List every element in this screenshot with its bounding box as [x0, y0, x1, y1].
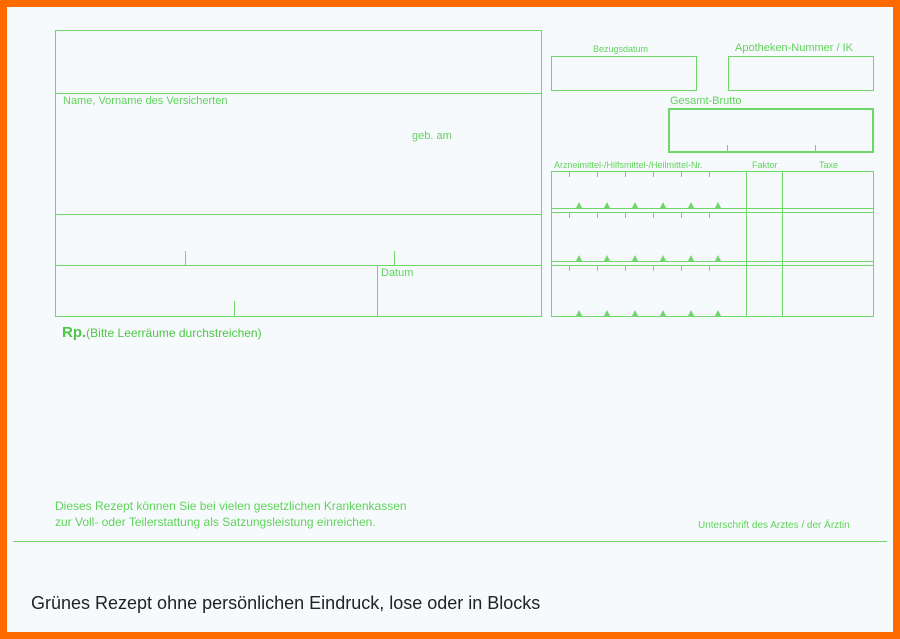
tick-mark [727, 145, 728, 153]
patient-box [55, 30, 542, 317]
taxe-label: Taxe [819, 160, 839, 170]
bezugsdatum-label: Bezugsdatum [593, 44, 649, 54]
marker-triangle [688, 310, 694, 316]
marker-triangle [660, 255, 666, 261]
grid-col-divider-2 [782, 171, 783, 317]
name-label: Name, Vorname des Versicherten [63, 95, 228, 107]
tick-mark [569, 265, 570, 271]
grid-row-divider-1a [551, 208, 874, 209]
apotheken-nummer-label: Apotheken-Nummer / IK [735, 42, 853, 54]
apotheken-nummer-field [728, 56, 874, 91]
patient-box-divider-1 [55, 93, 542, 94]
rp-label: Rp. [62, 324, 87, 341]
tick-mark [709, 265, 710, 271]
bottom-rule [13, 541, 887, 542]
tick-mark [569, 212, 570, 218]
signature-label: Unterschrift des Arztes / der Ärztin [698, 520, 850, 531]
patient-box-divider-2 [55, 214, 542, 215]
prescription-sheet: Name, Vorname des Versicherten geb. am D… [7, 7, 893, 632]
marker-triangle [604, 310, 610, 316]
marker-triangle [715, 255, 721, 261]
marker-triangle [632, 310, 638, 316]
datum-divider [377, 265, 378, 317]
tick-mark [653, 171, 654, 177]
marker-triangle [604, 255, 610, 261]
tick-mark [709, 171, 710, 177]
tick-mark [653, 212, 654, 218]
note-line-1: Dieses Rezept können Sie bei vielen gese… [55, 499, 407, 513]
tick-mark [625, 212, 626, 218]
bezugsdatum-field [551, 56, 697, 91]
rp-heading: Rp.(Bitte Leerräume durchstreichen) [62, 324, 262, 342]
datum-label: Datum [381, 267, 414, 279]
tick-mark [709, 212, 710, 218]
marker-triangle [604, 202, 610, 208]
marker-triangle [660, 202, 666, 208]
tick-mark [597, 265, 598, 271]
marker-triangle [576, 310, 582, 316]
reimbursement-note: Dieses Rezept können Sie bei vielen gese… [55, 498, 407, 530]
grid-row-divider-1b [551, 212, 874, 213]
faktor-label: Faktor [752, 160, 778, 170]
marker-triangle [688, 255, 694, 261]
marker-triangle [715, 202, 721, 208]
marker-triangle [632, 202, 638, 208]
caption: Grünes Rezept ohne persönlichen Eindruck… [31, 593, 541, 613]
marker-triangle [576, 202, 582, 208]
tick-mark [394, 251, 395, 265]
grid-row-divider-2b [551, 265, 874, 266]
tick-mark [681, 265, 682, 271]
tick-mark [681, 212, 682, 218]
gesamt-brutto-label: Gesamt-Brutto [670, 95, 742, 107]
tick-mark [815, 145, 816, 153]
note-line-2: zur Voll- oder Teilerstattung als Satzun… [55, 515, 376, 529]
gesamt-brutto-field [668, 108, 874, 153]
marker-triangle [715, 310, 721, 316]
marker-triangle [660, 310, 666, 316]
geb-am-label: geb. am [412, 130, 452, 142]
tick-mark [625, 171, 626, 177]
tick-mark [653, 265, 654, 271]
tick-mark [681, 171, 682, 177]
tick-mark [597, 212, 598, 218]
marker-triangle [576, 255, 582, 261]
rp-hint: (Bitte Leerräume durchstreichen) [86, 326, 262, 340]
arzneimittel-label: Arzneimittel-/Hilfsmittel-/Heilmittel-Nr… [554, 160, 703, 170]
tick-mark [234, 301, 235, 317]
grid-row-divider-2a [551, 261, 874, 262]
marker-triangle [632, 255, 638, 261]
tick-mark [597, 171, 598, 177]
patient-box-divider-3 [55, 265, 542, 266]
medication-grid [551, 171, 874, 317]
tick-mark [569, 171, 570, 177]
tick-mark [625, 265, 626, 271]
tick-mark [185, 251, 186, 265]
grid-col-divider-1 [746, 171, 747, 317]
marker-triangle [688, 202, 694, 208]
